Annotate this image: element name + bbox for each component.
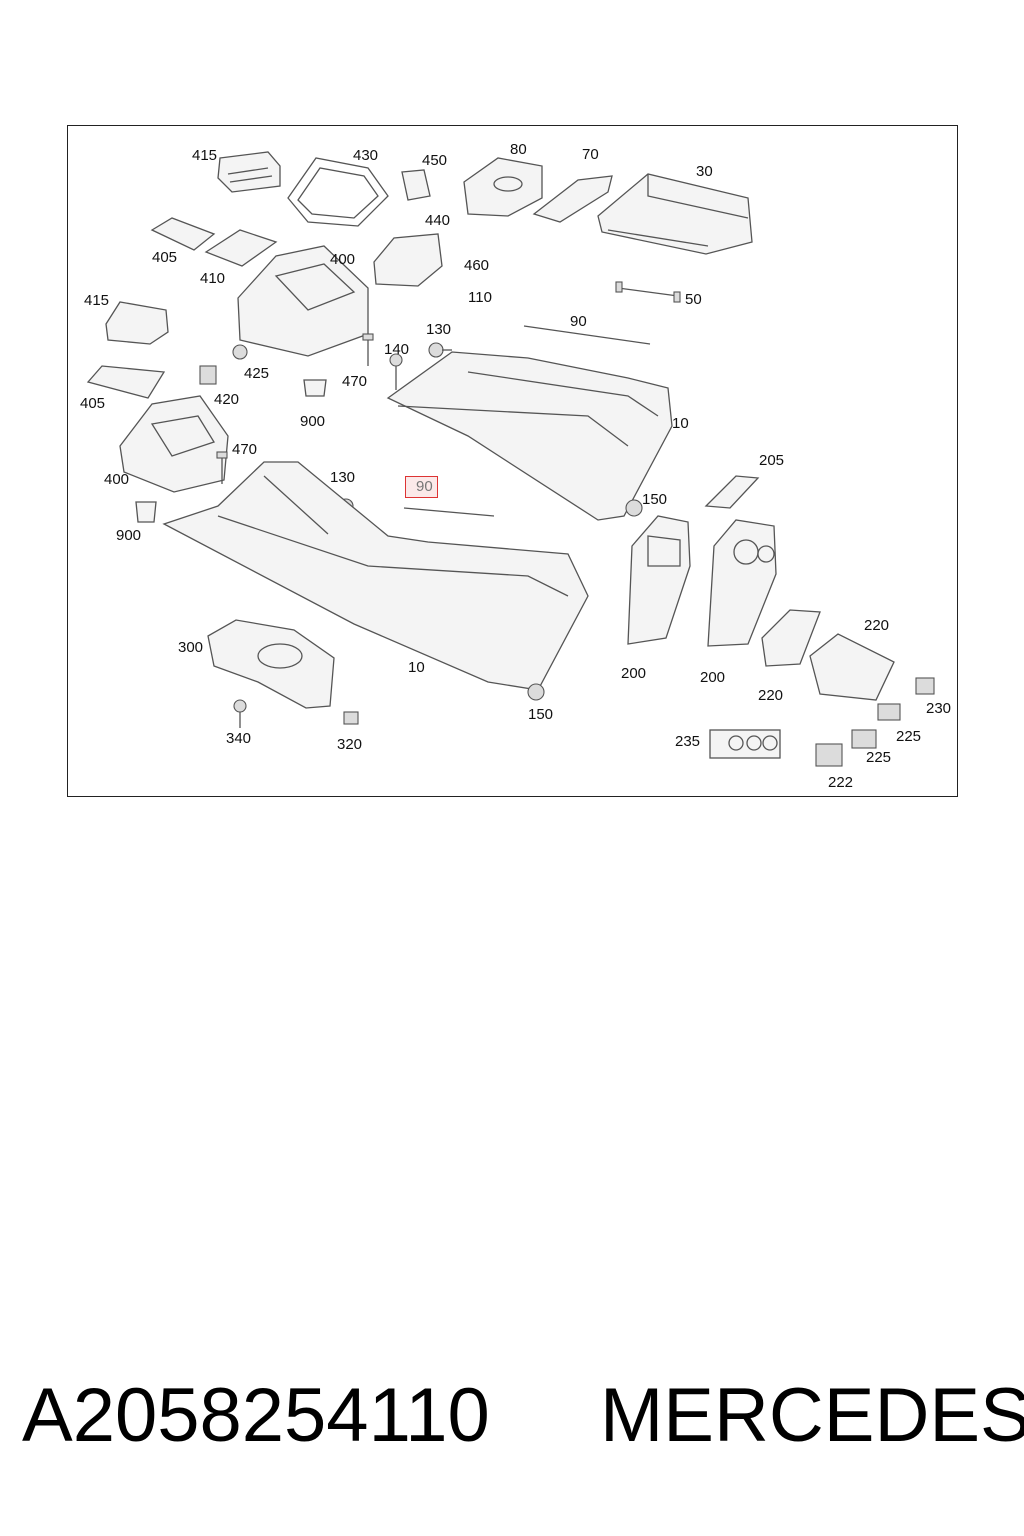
- callout-140: 140: [384, 341, 410, 358]
- part-400-storage-upper: [237, 245, 369, 357]
- part-900-upper: [303, 379, 327, 397]
- callout-340: 340: [226, 730, 252, 747]
- callout-900: 900: [116, 527, 142, 544]
- part-340-screw: [233, 699, 247, 728]
- exploded-parts-drawing: [86, 151, 935, 767]
- callout-130: 130: [426, 321, 452, 338]
- callout-400: 400: [104, 471, 130, 488]
- callout-200: 200: [621, 665, 647, 682]
- part-470-screw-upper: [362, 333, 374, 366]
- part-70-cover: [532, 175, 613, 223]
- callout-225: 225: [896, 728, 922, 745]
- callout-110: 110: [468, 289, 492, 306]
- part-200-trim-left: [627, 515, 691, 645]
- callout-90: 90: [570, 313, 587, 330]
- parts-diagram-frame: 415 430 450 80 70 30 440 405 410 400 460…: [67, 125, 958, 797]
- part-150-nut-lower: [527, 683, 545, 701]
- part-200-trim-right: [707, 519, 777, 647]
- callout-470: 470: [342, 373, 368, 390]
- callout-50: 50: [685, 291, 702, 308]
- part-450-clip: [401, 169, 431, 201]
- part-222-switch: [815, 743, 843, 767]
- callout-80: 80: [510, 141, 527, 158]
- part-225-button-upper: [877, 703, 901, 721]
- part-420-connector: [199, 365, 217, 385]
- callout-205: 205: [759, 452, 785, 469]
- callout-440: 440: [425, 212, 451, 229]
- callout-460: 460: [464, 257, 490, 274]
- callout-415: 415: [192, 147, 218, 164]
- callout-150: 150: [528, 706, 554, 723]
- part-440-bracket: [373, 233, 443, 287]
- part-10-console-lower: [162, 461, 589, 691]
- callout-320: 320: [337, 736, 363, 753]
- callout-470: 470: [232, 441, 258, 458]
- callout-405: 405: [80, 395, 106, 412]
- part-205-cover: [704, 475, 760, 509]
- part-220-switch-upper: [761, 609, 821, 667]
- part-225-button-lower: [851, 729, 877, 749]
- callout-10: 10: [672, 415, 689, 432]
- callout-225: 225: [866, 749, 892, 766]
- part-150-nut-upper: [625, 499, 643, 517]
- callout-300: 300: [178, 639, 204, 656]
- callout-220: 220: [864, 617, 890, 634]
- part-230-button: [915, 677, 935, 695]
- callout-130: 130: [330, 469, 356, 486]
- part-425-connector: [232, 344, 248, 360]
- callout-900: 900: [300, 413, 326, 430]
- part-900-lower: [135, 501, 157, 523]
- part-50-rod: [615, 281, 681, 303]
- part-430-trim-frame: [287, 157, 389, 227]
- part-30-armrest: [597, 173, 753, 255]
- callout-10: 10: [408, 659, 425, 676]
- callout-150: 150: [642, 491, 668, 508]
- callout-30: 30: [696, 163, 713, 180]
- callout-222: 222: [828, 774, 854, 791]
- callout-200: 200: [700, 669, 726, 686]
- part-90-rod-lower: [403, 507, 495, 517]
- part-405-mat-lower: [86, 365, 166, 399]
- callout-220: 220: [758, 687, 784, 704]
- part-235-label: [709, 729, 781, 759]
- callout-450: 450: [422, 152, 448, 169]
- part-300-base: [207, 619, 335, 709]
- part-415-module-top: [217, 151, 281, 193]
- part-405-mat-top: [150, 217, 216, 251]
- part-80-cup-holder: [463, 157, 543, 217]
- callout-430: 430: [353, 147, 379, 164]
- brand-name: MERCEDES: [600, 1373, 1024, 1458]
- part-410-mat: [204, 229, 278, 267]
- callout-70: 70: [582, 146, 599, 163]
- callout-405: 405: [152, 249, 178, 266]
- footer-caption: A2058254110 MERCEDES: [22, 1372, 1024, 1472]
- part-400-storage-lower: [119, 395, 229, 493]
- callout-425: 425: [244, 365, 270, 382]
- part-10-console-upper: [386, 351, 673, 521]
- part-470-screw-lower: [216, 451, 228, 484]
- part-140-screw: [389, 353, 403, 390]
- part-130-clip-upper: [428, 342, 452, 358]
- callout-235: 235: [675, 733, 701, 750]
- callout-90-highlighted: 90: [405, 476, 438, 498]
- callout-410: 410: [200, 270, 226, 287]
- part-90-rod-upper: [523, 325, 651, 345]
- part-220-switch-lower: [809, 633, 895, 701]
- callout-400: 400: [330, 251, 356, 268]
- callout-230: 230: [926, 700, 952, 717]
- part-320-connector: [343, 711, 359, 725]
- part-number: A2058254110: [22, 1373, 490, 1458]
- part-415-tray-lower: [105, 301, 169, 345]
- callout-415: 415: [84, 292, 110, 309]
- callout-420: 420: [214, 391, 240, 408]
